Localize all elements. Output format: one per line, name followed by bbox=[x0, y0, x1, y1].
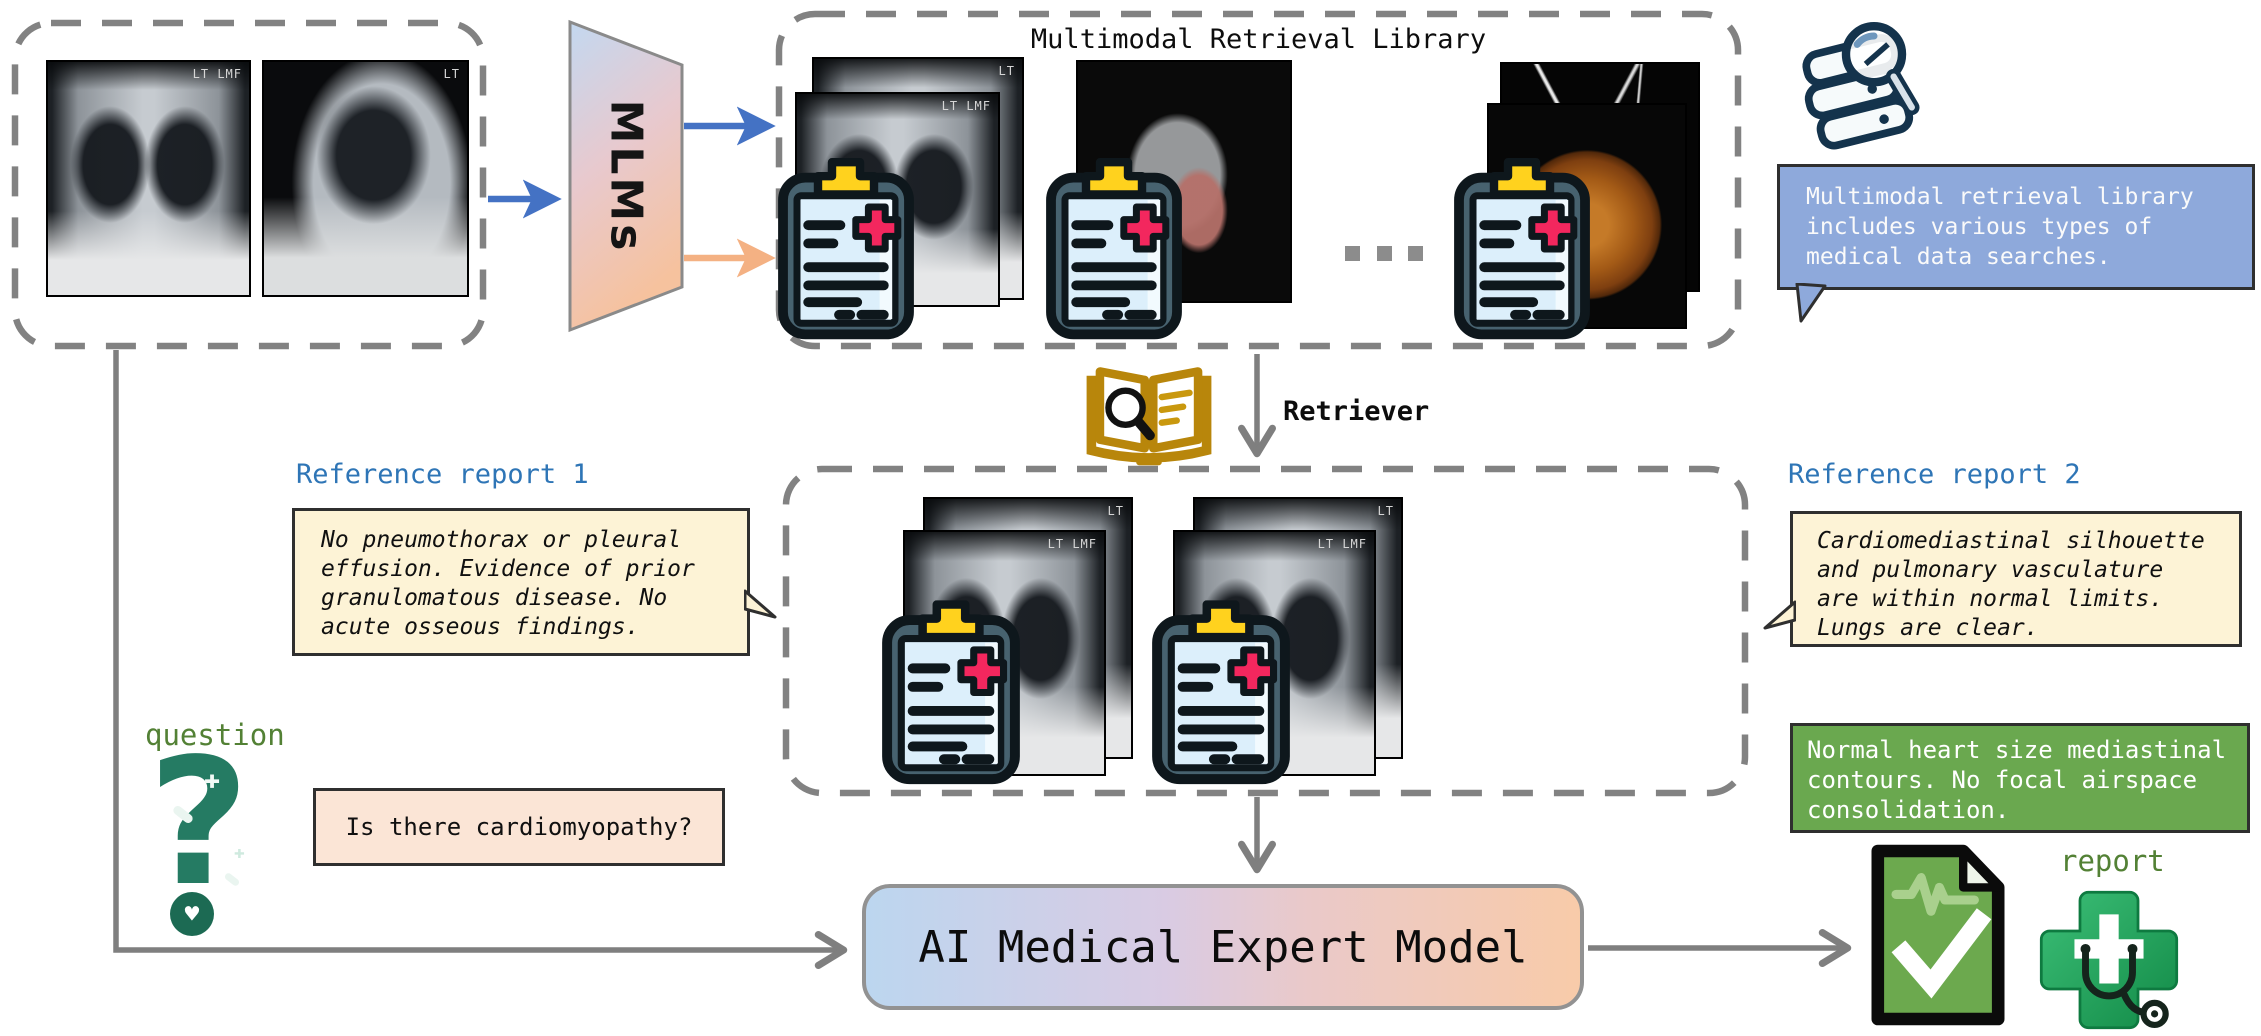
chest-xray-frontal: LT LMF bbox=[46, 60, 251, 297]
answer-box: Normal heart size mediastinal contours. … bbox=[1790, 723, 2250, 833]
retrieved-cases-panel bbox=[782, 465, 1749, 797]
xray-corner-marker: LT LMF bbox=[1317, 537, 1367, 551]
question-text: Is there cardiomyopathy? bbox=[345, 813, 693, 841]
heart-pulse-icon: ♥ bbox=[170, 892, 214, 936]
reference-report-1-line: No pneumothorax or pleural bbox=[321, 527, 682, 553]
ai-model-box: AI Medical Expert Model bbox=[862, 884, 1584, 1010]
reference-report-2-line: Lungs are clear. bbox=[1817, 615, 2039, 641]
answer-line: consolidation. bbox=[1807, 796, 2010, 824]
xray-corner-marker: LT LMF bbox=[941, 99, 991, 113]
heart-glyph: ♥ bbox=[184, 900, 200, 928]
answer-line: Normal heart size mediastinal bbox=[1807, 736, 2227, 764]
xray-corner-marker: LT bbox=[443, 67, 460, 81]
answer-line: contours. No focal airspace bbox=[1807, 766, 2198, 794]
ellipsis-icon bbox=[1345, 246, 1425, 262]
mlms-encoder: MLMs bbox=[570, 22, 682, 330]
xray-corner-marker: LT LMF bbox=[1047, 537, 1097, 551]
xray-corner-marker: LT LMF bbox=[192, 67, 242, 81]
question-label: question bbox=[145, 718, 285, 752]
question-mark-glyph: ? bbox=[148, 722, 250, 925]
mlms-encoder-shape bbox=[568, 19, 684, 333]
library-note-line: Multimodal retrieval library bbox=[1806, 184, 2194, 210]
report-document-icon bbox=[1868, 842, 2008, 1028]
bubble-tail bbox=[744, 589, 777, 619]
input-images-panel bbox=[11, 19, 487, 350]
bubble-tail bbox=[1795, 283, 1827, 323]
reference-report-1-line: acute osseous findings. bbox=[321, 614, 640, 640]
reference-report-2-line: Cardiomediastinal silhouette bbox=[1817, 528, 2205, 554]
medical-cross-icon bbox=[2033, 884, 2185, 1036]
question-mark-icon: ? ✚ ✚ ♥ bbox=[138, 722, 290, 938]
ai-model-label: AI Medical Expert Model bbox=[918, 921, 1528, 973]
retriever-label: Retriever bbox=[1283, 396, 1430, 427]
clipboard-report-icon bbox=[1452, 158, 1592, 340]
reference-report-2-line: are within normal limits. bbox=[1817, 586, 2164, 612]
mlms-label: MLMs bbox=[600, 99, 652, 253]
reference-report-2-bubble: Cardiomediastinal silhouette and pulmona… bbox=[1763, 511, 2242, 647]
reference-report-2-line: and pulmonary vasculature bbox=[1817, 557, 2164, 583]
xray-corner-marker: LT bbox=[1107, 504, 1124, 518]
reference-report-1-bubble: No pneumothorax or pleural effusion. Evi… bbox=[292, 508, 777, 656]
bubble-tail bbox=[1763, 600, 1796, 630]
cross-glyph: ✚ bbox=[204, 764, 221, 795]
reference-report-2-title: Reference report 2 bbox=[1788, 459, 2081, 490]
clipboard-report-icon bbox=[1044, 158, 1184, 340]
xray-corner-marker: LT bbox=[1377, 504, 1394, 518]
books-search-icon bbox=[1790, 8, 1930, 162]
reference-report-1-line: effusion. Evidence of prior bbox=[321, 556, 695, 582]
library-note-line: includes various types of bbox=[1806, 214, 2153, 240]
multimodal-retrieval-library-panel bbox=[775, 10, 1742, 350]
reference-report-1-line: granulomatous disease. No bbox=[321, 585, 668, 611]
chest-xray-lateral: LT bbox=[262, 60, 469, 297]
clipboard-report-icon bbox=[880, 600, 1022, 785]
library-title: Multimodal Retrieval Library bbox=[1030, 24, 1487, 55]
reference-report-1-title: Reference report 1 bbox=[296, 459, 589, 490]
library-note-bubble: Multimodal retrieval library includes va… bbox=[1777, 164, 2255, 323]
report-label: report bbox=[2060, 844, 2165, 878]
clipboard-report-icon bbox=[776, 158, 916, 340]
question-bubble: Is there cardiomyopathy? bbox=[313, 788, 725, 866]
clipboard-report-icon bbox=[1150, 600, 1292, 785]
retriever-book-icon bbox=[1085, 358, 1213, 466]
arrow-input-to-model bbox=[113, 350, 848, 969]
library-note-line: medical data searches. bbox=[1806, 244, 2111, 270]
cross-glyph: ✚ bbox=[234, 842, 245, 863]
xray-corner-marker: LT bbox=[998, 64, 1015, 78]
